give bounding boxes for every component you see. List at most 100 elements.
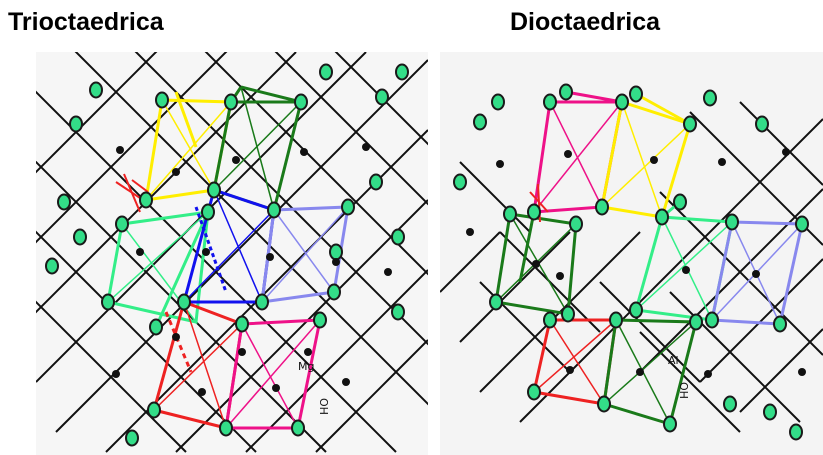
- cation-atom: [272, 384, 280, 392]
- cation-atom: [682, 266, 690, 274]
- octahedron-light-green: [634, 200, 734, 322]
- oxygen-atom: [795, 215, 809, 233]
- oxygen-atom: [723, 395, 737, 413]
- oxygen-atom: [235, 315, 249, 333]
- oxygen-atom: [149, 318, 163, 336]
- oxygen-atom: [673, 193, 687, 211]
- oxygen-atom: [207, 181, 221, 199]
- cation-atom: [564, 150, 572, 158]
- oxygen-atom: [329, 243, 343, 261]
- oxygen-atom: [597, 395, 611, 413]
- octahedron-dark-green-lower: [602, 318, 698, 426]
- cation-atom: [342, 378, 350, 386]
- oxygen-atom: [561, 305, 575, 323]
- oxygen-atom: [395, 63, 409, 81]
- cation-atoms: [466, 148, 806, 378]
- cation-atom: [136, 248, 144, 256]
- oxygen-atom: [391, 228, 405, 246]
- oxygen-atom: [703, 89, 717, 107]
- oxygen-atom: [45, 257, 59, 275]
- cation-atoms: [112, 143, 392, 396]
- oxygen-atom: [615, 93, 629, 111]
- oxygen-atom: [491, 93, 505, 111]
- oxygen-atom: [763, 403, 777, 421]
- oxygen-atom: [725, 213, 739, 231]
- lattice-lines: [36, 52, 428, 453]
- cation-atom: [556, 272, 564, 280]
- cation-atom: [798, 368, 806, 376]
- oxygen-atom: [705, 311, 719, 329]
- cation-atom: [782, 148, 790, 156]
- oxygen-atom: [115, 215, 129, 233]
- oxygen-atom: [224, 93, 238, 111]
- oxygen-atom: [609, 311, 623, 329]
- oxygen-atom: [369, 173, 383, 191]
- oxygen-atom: [155, 91, 169, 109]
- label-oh-left: OH: [317, 398, 330, 415]
- oxygen-atom: [69, 115, 83, 133]
- oxygen-atom: [543, 311, 557, 329]
- oxygen-atom: [125, 429, 139, 447]
- oxygen-atom: [629, 85, 643, 103]
- oxygen-atom: [453, 173, 467, 191]
- trioctahedral-svg: Mg OH: [36, 52, 428, 453]
- oxygen-atoms: [45, 63, 409, 447]
- oxygen-atom: [201, 203, 215, 221]
- oxygen-atom: [391, 303, 405, 321]
- oxygen-atom: [595, 198, 609, 216]
- cation-atom: [202, 248, 210, 256]
- cation-atom: [198, 388, 206, 396]
- oxygen-atom: [177, 293, 191, 311]
- octahedron-magenta: [224, 318, 322, 430]
- oxygen-atom: [655, 208, 669, 226]
- label-mg: Mg: [298, 360, 314, 373]
- cation-atom: [384, 268, 392, 276]
- oxygen-atom: [341, 198, 355, 216]
- cation-atom: [232, 156, 240, 164]
- oxygen-atom: [629, 301, 643, 319]
- oxygen-atom: [313, 311, 327, 329]
- title-dioctahedral: Dioctaedrica: [510, 8, 661, 36]
- oxygen-atom: [569, 215, 583, 233]
- oxygen-atom: [375, 88, 389, 106]
- dioctahedral-diagram: Al OH: [440, 52, 823, 455]
- oxygen-atom: [663, 415, 677, 433]
- oxygen-atom: [294, 93, 308, 111]
- oxygen-atom: [73, 228, 87, 246]
- oxygen-atom: [291, 419, 305, 437]
- cation-atom: [704, 370, 712, 378]
- cation-atom: [266, 253, 274, 261]
- oxygen-atom: [683, 115, 697, 133]
- oxygen-atom: [543, 93, 557, 111]
- oxygen-atom: [147, 401, 161, 419]
- lattice-lines: [440, 101, 823, 433]
- oxygen-atom: [527, 383, 541, 401]
- octahedron-magenta: [532, 90, 624, 214]
- oxygen-atom: [473, 113, 487, 131]
- cation-atom: [300, 148, 308, 156]
- label-al: Al: [668, 354, 679, 367]
- title-trioctahedral: Trioctaedrica: [8, 8, 164, 36]
- oxygen-atom: [89, 81, 103, 99]
- oxygen-atom: [327, 283, 341, 301]
- oxygen-atom: [267, 201, 281, 219]
- cation-atom: [466, 228, 474, 236]
- oxygen-atom: [219, 419, 233, 437]
- cation-atom: [752, 270, 760, 278]
- cation-atom: [116, 146, 124, 154]
- cation-atom: [496, 160, 504, 168]
- oxygen-atom: [773, 315, 787, 333]
- cation-atom: [566, 366, 574, 374]
- dioctahedral-svg: Al OH: [440, 83, 823, 441]
- cation-atom: [332, 258, 340, 266]
- oxygen-atom: [255, 293, 269, 311]
- oxygen-atom: [755, 115, 769, 133]
- cation-atom: [362, 143, 370, 151]
- oxygen-atom: [527, 203, 541, 221]
- octahedron-dark-green: [212, 85, 303, 212]
- cation-atom: [650, 156, 658, 164]
- cation-atom: [718, 158, 726, 166]
- trioctahedral-diagram: Mg OH: [36, 52, 428, 455]
- cation-atom: [238, 348, 246, 356]
- cation-atom: [304, 348, 312, 356]
